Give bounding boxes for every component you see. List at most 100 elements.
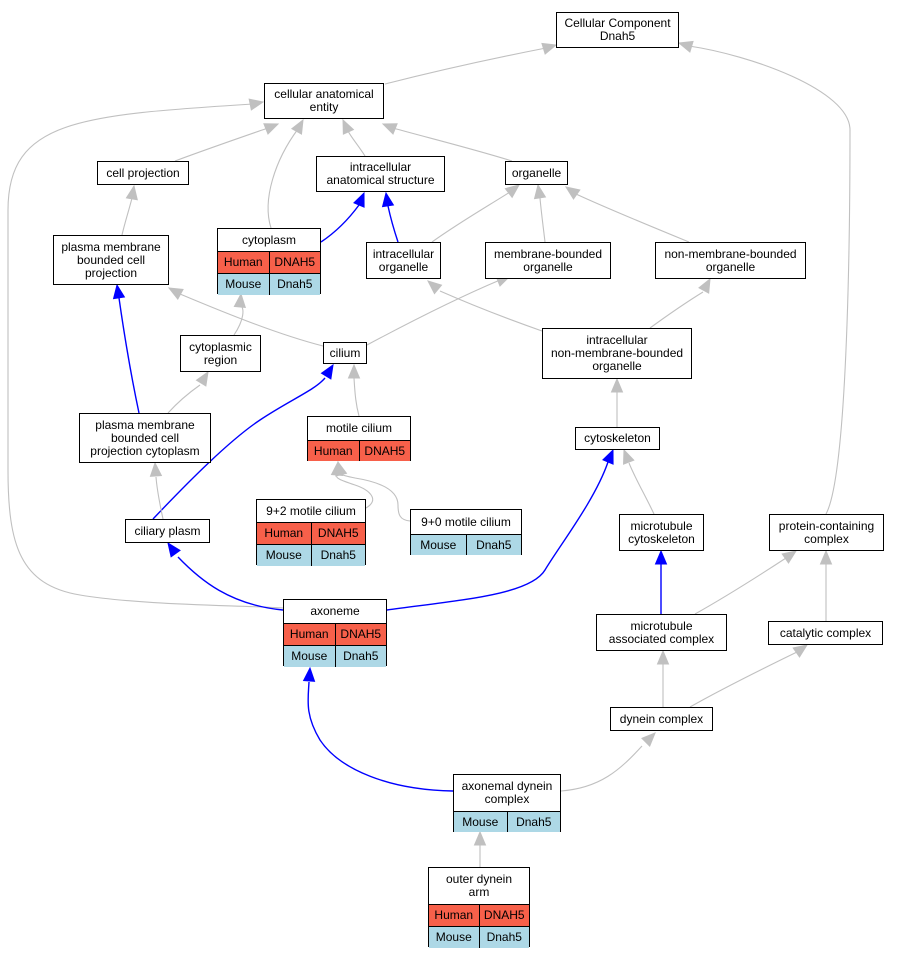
term-node-mbo[interactable]: membrane-bounded organelle [485,242,611,279]
human-annotation-row: Human DNAH5 [218,251,320,273]
arrowhead-icon [564,186,581,200]
edge-line [118,297,140,414]
edge-iorg-to-ias [381,191,399,243]
arrowhead-icon [335,460,348,477]
edge-cytoplasm-to-cae [267,118,304,229]
arrowhead-icon [641,732,656,747]
edge-adc-to-axoneme [302,666,454,792]
edge-line [347,130,366,157]
arrowhead-icon [167,287,184,300]
term-node-iorg[interactable]: intracellular organelle [366,242,441,279]
edge-line [366,279,501,346]
arrowhead-icon [195,370,209,387]
edge-mbo-to-organelle [533,183,547,243]
term-node-cae[interactable]: cellular anatomical entity [264,83,384,119]
arrowhead-icon [233,292,247,309]
term-node-root[interactable]: Cellular Component Dnah5 [556,12,679,48]
species-cell: Human [223,255,263,269]
edge-adc-to-dynein [560,732,656,792]
edge-line [177,556,284,611]
edge-cae-to-root [384,42,558,85]
arrowhead-icon [610,377,624,393]
edge-line [167,384,201,414]
term-node-pcc[interactable]: protein-containing complex [769,514,884,551]
species-cell: Mouse [420,537,457,552]
arrowhead-icon [504,184,521,199]
edge-line [628,462,655,515]
edge-cytoregion-to-cytoplasm [233,292,247,336]
gene-cell: Dnah5 [310,545,366,566]
term-node-cellproj[interactable]: cell projection [97,161,189,185]
edge-oda-to-adc [473,830,487,867]
edge-line [121,197,133,236]
arrowhead-icon [541,42,558,55]
term-node-organelle[interactable]: organelle [505,161,568,185]
gene-cell: Dnah5 [478,927,530,948]
edge-cytoskeleton-to-inmbo [610,377,624,427]
term-node-cytoskeleton[interactable]: cytoskeleton [575,427,660,450]
edge-line [387,205,399,243]
term-node-dynein[interactable]: dynein complex [610,707,713,731]
edge-line [384,47,547,85]
arrowhead-icon [656,649,670,665]
edge-line [233,304,244,336]
arrowhead-icon [381,191,395,208]
term-node-mac[interactable]: microtubule associated complex [596,614,727,651]
arrowhead-icon [112,283,126,300]
edge-cellproj-to-cae [174,123,280,162]
term-node-ias[interactable]: intracellular anatomical structure [316,156,445,192]
term-node-cilium[interactable]: cilium [323,342,367,364]
arrowhead-icon [698,277,711,294]
edge-axoneme-to-cae [7,98,284,609]
edge-line [267,128,299,229]
gene-cell: Dnah5 [268,274,321,295]
term-node-mtcyto[interactable]: microtubule cytoskeleton [619,514,704,551]
edge-line [439,290,543,332]
edge-line [649,291,704,329]
edge-dynein-to-mac [656,649,670,707]
term-label: outer dynein arm [445,872,513,899]
term-node-pmbcp[interactable]: plasma membrane bounded cell projection [53,235,169,285]
term-node-inmbo[interactable]: intracellular non-membrane-bounded organ… [542,328,692,379]
species-cell: Mouse [435,930,472,944]
term-node-pmbcpc[interactable]: plasma membrane bounded cell projection … [79,413,211,463]
edge-nmbo-to-organelle [564,186,690,243]
species-cell: Human [434,908,474,922]
species-cell: Human [289,627,329,641]
edge-mtcyto-to-cytoskeleton [623,448,655,515]
term-node-catalytic[interactable]: catalytic complex [768,621,883,645]
gene-cell: DNAH5 [478,905,530,926]
term-node-ciliaryplasm[interactable]: ciliary plasm [125,519,210,543]
edge-cytoplasm-to-ias [320,191,365,243]
edge-line [353,377,360,417]
edge-iorg-to-organelle [431,184,521,243]
term-label: motile cilium [325,421,392,435]
edge-cilium-to-pmbcp [167,287,324,347]
species-cell: Human [313,443,353,458]
edge-ciliaryplasm-to-pmbcpc [149,461,164,520]
gene-cell: Dnah5 [506,812,561,832]
edge-line [560,745,643,792]
arrowhead-icon [623,448,635,465]
gene-cell: DNAH5 [334,624,387,645]
term-node-nmbo[interactable]: non-membrane-bounded organelle [655,242,806,279]
term-label: 9+0 motile cilium [421,514,511,529]
arrowhead-icon [781,550,798,564]
term-label: cytoplasm [241,232,297,247]
arrowhead-icon [248,98,265,111]
gene-cell: DNAH5 [268,252,321,273]
edge-line [155,476,164,520]
edge-line [694,557,787,615]
human-annotation-row: Human DNAH5 [284,623,386,645]
term-node-cytoregion[interactable]: cytoplasmic region [180,335,261,372]
